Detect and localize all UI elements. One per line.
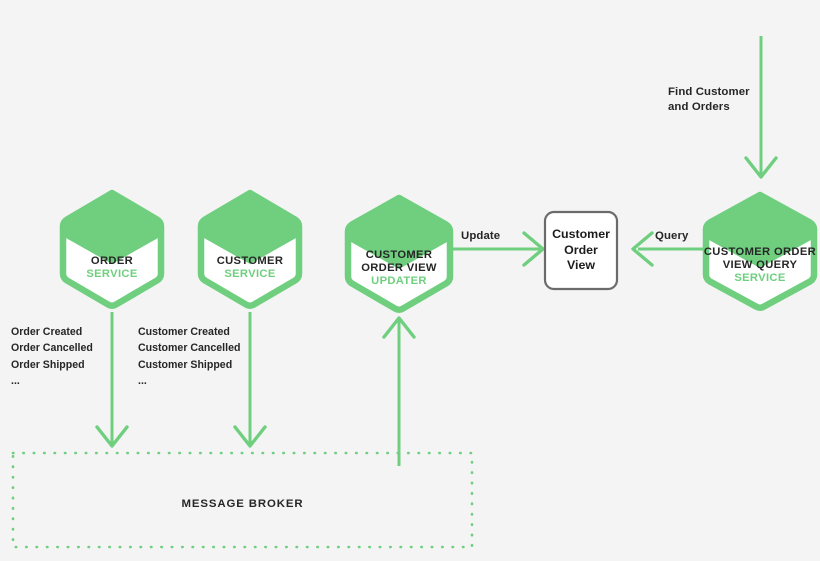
edge-label-update: Update: [461, 230, 501, 242]
arrow-query-service-to-view-store: [631, 231, 710, 267]
message-broker-label: MESSAGE BROKER: [181, 498, 304, 510]
customer-order-view-store-box[interactable]: [543, 210, 619, 291]
arrow-customer-service-to-broker: [233, 312, 267, 448]
hexagon-order-service[interactable]: [59, 189, 165, 309]
find-customer-line1: Find Customer: [668, 86, 750, 98]
hexagon-customer-order-view-updater[interactable]: [344, 194, 454, 313]
arrow-updater-to-view-store: [452, 231, 545, 267]
message-broker-box: [11, 451, 474, 549]
edge-label-find-customer-and-orders: Find Customer and Orders: [668, 85, 750, 116]
arrow-broker-to-updater: [382, 316, 416, 466]
hexagon-customer-order-view-query-service[interactable]: [702, 191, 818, 311]
customer-event-stream-list: Customer Created Customer Cancelled Cust…: [138, 326, 241, 388]
edge-label-query: Query: [655, 230, 689, 242]
hexagon-customer-service[interactable]: [197, 189, 303, 309]
arrow-find-customer-and-orders: [744, 36, 778, 179]
order-event-stream-list: Order Created Order Cancelled Order Ship…: [11, 326, 93, 388]
find-customer-line2: and Orders: [668, 101, 730, 114]
arrow-order-service-to-broker: [95, 312, 129, 448]
